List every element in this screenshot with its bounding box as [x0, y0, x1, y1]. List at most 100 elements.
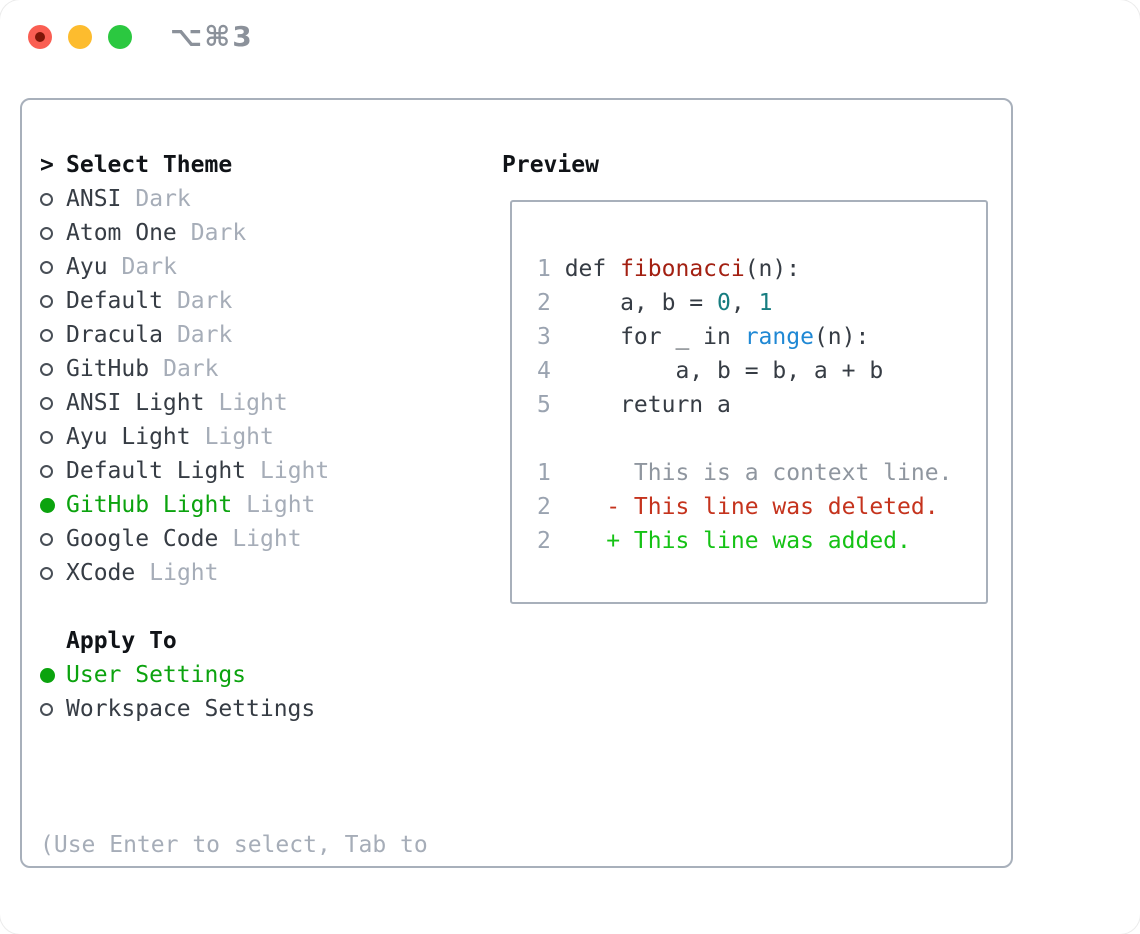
- apply-option-label: Workspace Settings: [66, 696, 316, 722]
- radio-icon: [40, 362, 66, 376]
- theme-variant-badge: Dark: [176, 288, 233, 314]
- theme-option-label: Default Light: [66, 458, 247, 484]
- theme-option-label: Default: [66, 288, 163, 314]
- radio-selected-icon: [40, 497, 66, 513]
- theme-option[interactable]: Default Light Light: [40, 454, 502, 488]
- radio-icon: [40, 192, 66, 206]
- code-segment-context: This is a context line.: [564, 460, 953, 486]
- apply-to-header-row: Apply To: [40, 624, 502, 658]
- apply-option[interactable]: User Settings: [40, 658, 502, 692]
- line-number: 2: [537, 494, 551, 520]
- theme-option[interactable]: Default Dark: [40, 284, 502, 318]
- theme-variant-badge: Dark: [176, 322, 233, 348]
- code-segment-default: (n):: [744, 256, 801, 282]
- code-line: 2 + This line was added.: [537, 524, 986, 558]
- line-number: 1: [537, 460, 551, 486]
- prompt-caret-icon: >: [40, 152, 54, 178]
- radio-icon: [40, 464, 66, 478]
- theme-option[interactable]: Ayu Light Light: [40, 420, 502, 454]
- theme-variant-badge: Dark: [163, 356, 219, 382]
- code-segment-default: a, b = b, a + b: [564, 358, 884, 384]
- radio-icon: [40, 532, 66, 546]
- theme-option-label: Ayu: [66, 254, 108, 280]
- code-segment-default: (n):: [813, 324, 870, 350]
- window-title: ⌥⌘3: [170, 20, 254, 53]
- code-segment-default: return a: [564, 392, 731, 418]
- preview-title: Preview: [502, 152, 599, 178]
- theme-variant-badge: Light: [204, 424, 274, 450]
- close-dot-icon: [35, 32, 45, 42]
- line-number: 1: [537, 256, 551, 282]
- minimize-button[interactable]: [68, 25, 92, 49]
- code-segment-function: fibonacci: [620, 256, 745, 282]
- theme-variant-badge: Light: [232, 526, 302, 552]
- radio-icon: [40, 702, 66, 716]
- theme-variant-badge: Light: [260, 458, 330, 484]
- theme-option-label: Atom One: [66, 220, 177, 246]
- code-line: 1 def fibonacci(n):: [537, 252, 986, 286]
- theme-variant-badge: Dark: [135, 186, 191, 212]
- select-theme-header-row: > Select Theme: [40, 148, 502, 182]
- theme-option-label: ANSI Light: [66, 390, 205, 416]
- titlebar: ⌥⌘3: [0, 0, 1140, 97]
- apply-to-title: Apply To: [66, 628, 177, 654]
- close-button[interactable]: [28, 25, 52, 49]
- theme-option[interactable]: Atom One Dark: [40, 216, 502, 250]
- radio-icon: [40, 566, 66, 580]
- code-line: 4 a, b = b, a + b: [537, 354, 986, 388]
- apply-option-label: User Settings: [66, 662, 247, 688]
- code-line: 5 return a: [537, 388, 986, 422]
- radio-icon: [40, 328, 66, 342]
- theme-variant-badge: Light: [218, 390, 288, 416]
- line-number: 2: [537, 290, 551, 316]
- theme-option-label: Dracula: [66, 322, 163, 348]
- hint-text: (Use Enter to select, Tab to change focu…: [40, 760, 502, 934]
- hint-line-2: change focus): [40, 930, 502, 934]
- code-line: 1 This is a context line.: [537, 456, 986, 490]
- code-segment-default: def: [564, 256, 621, 282]
- theme-option[interactable]: Dracula Dark: [40, 318, 502, 352]
- theme-option-label: GitHub: [66, 356, 150, 382]
- line-number: 5: [537, 392, 551, 418]
- code-segment-default: a, b =: [564, 290, 718, 316]
- line-number: 4: [537, 358, 551, 384]
- theme-option[interactable]: ANSI Dark: [40, 182, 502, 216]
- theme-option[interactable]: GitHub Light Light: [40, 488, 502, 522]
- code-line: 2 - This line was deleted.: [537, 490, 986, 524]
- code-segment-deleted: - This line was deleted.: [564, 494, 939, 520]
- spacer: [40, 726, 502, 760]
- theme-option[interactable]: Google Code Light: [40, 522, 502, 556]
- line-number: 2: [537, 528, 551, 554]
- code-segment-number: 0: [717, 290, 731, 316]
- radio-icon: [40, 260, 66, 274]
- theme-option[interactable]: GitHub Dark: [40, 352, 502, 386]
- theme-option[interactable]: ANSI Light Light: [40, 386, 502, 420]
- line-number: 3: [537, 324, 551, 350]
- theme-option-label: GitHub Light: [66, 492, 233, 518]
- hint-line-1: (Use Enter to select, Tab to: [40, 832, 428, 858]
- code-segment-default: ,: [730, 290, 759, 316]
- code-line: 2 a, b = 0, 1: [537, 286, 986, 320]
- theme-variant-badge: Light: [246, 492, 316, 518]
- theme-option-label: XCode: [66, 560, 136, 586]
- theme-option-label: Google Code: [66, 526, 219, 552]
- spacer: [40, 590, 502, 624]
- select-theme-title: Select Theme: [66, 152, 233, 178]
- maximize-button[interactable]: [108, 25, 132, 49]
- theme-variant-badge: Dark: [190, 220, 247, 246]
- preview-header-row: Preview: [502, 148, 991, 182]
- radio-icon: [40, 430, 66, 444]
- theme-option-label: Ayu Light: [66, 424, 191, 450]
- code-segment-builtin: range: [744, 324, 814, 350]
- theme-option-label: ANSI: [66, 186, 122, 212]
- code-segment-default: for _ in: [564, 324, 745, 350]
- apply-option[interactable]: Workspace Settings: [40, 692, 502, 726]
